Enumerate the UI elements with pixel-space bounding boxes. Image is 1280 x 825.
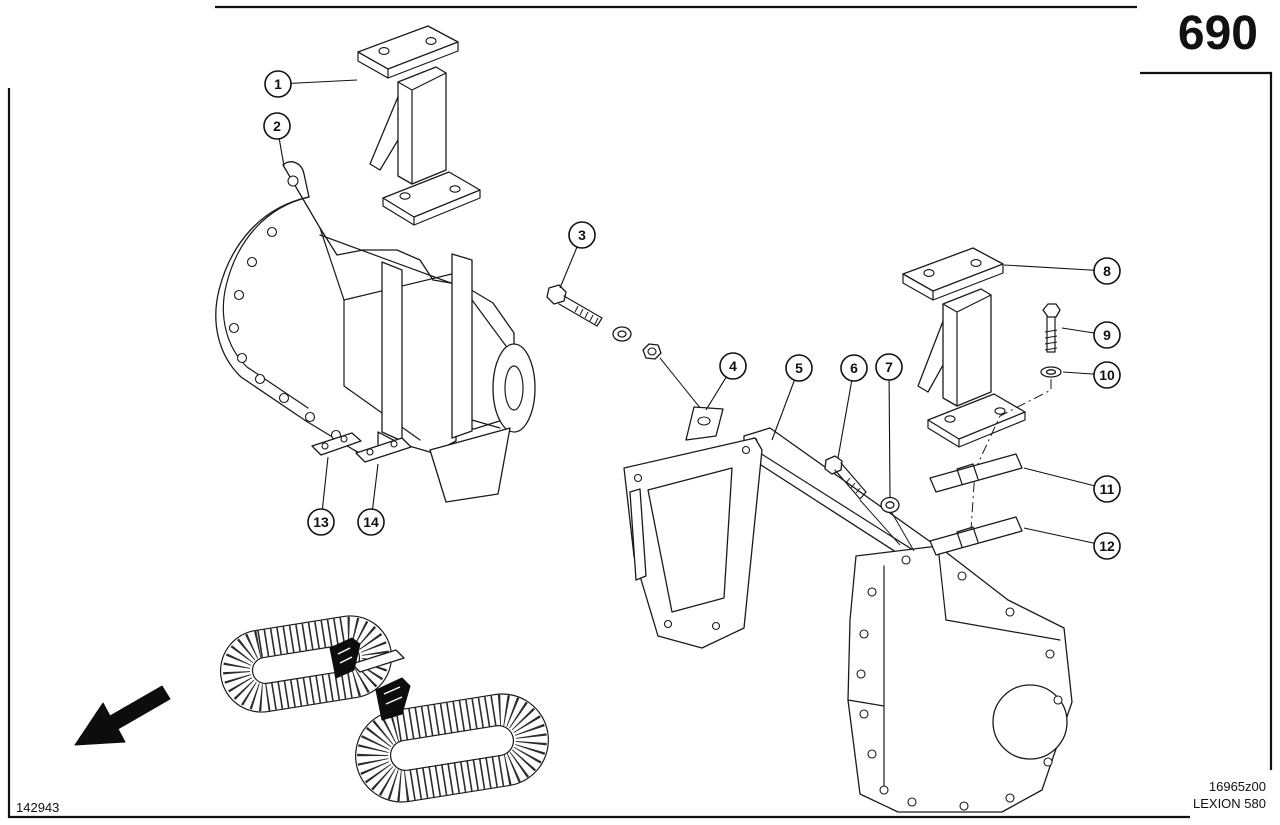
callout-12: 12 xyxy=(1093,532,1121,560)
callout-number: 8 xyxy=(1103,263,1111,279)
callout-circle xyxy=(840,354,868,382)
callout-circle xyxy=(785,354,813,382)
part-9-bolt xyxy=(1042,303,1061,353)
nut-icon xyxy=(642,343,702,410)
callout-number: 4 xyxy=(729,358,737,374)
page-frame xyxy=(7,5,1273,819)
callout-circle xyxy=(875,353,903,381)
part-10-washer xyxy=(1040,366,1062,378)
callout-number: 9 xyxy=(1103,327,1111,343)
callout-number: 10 xyxy=(1099,367,1115,383)
callout-13: 13 xyxy=(307,508,335,536)
callout-circle xyxy=(357,508,385,536)
washer-icon xyxy=(612,326,632,342)
callout-14: 14 xyxy=(357,508,385,536)
model-name: LEXION 580 xyxy=(1193,796,1266,812)
part-14-plate xyxy=(355,437,412,463)
figure-reference: 16965z00 LEXION 580 xyxy=(1193,778,1266,813)
callout-number: 12 xyxy=(1099,538,1115,554)
callout-number: 5 xyxy=(795,360,803,376)
callout-number: 14 xyxy=(363,514,379,530)
callout-number: 7 xyxy=(885,359,893,375)
callout-leader-8 xyxy=(1003,264,1108,272)
assembly-centerline xyxy=(969,379,1052,546)
direction-arrow-icon xyxy=(74,685,171,746)
callout-2: 2 xyxy=(263,112,291,140)
callout-number: 11 xyxy=(1100,481,1115,497)
part-7-washer xyxy=(880,496,915,552)
callout-leader-6 xyxy=(837,367,855,459)
callout-circle xyxy=(1093,475,1121,503)
part-6-bolt xyxy=(824,455,901,546)
callout-circle xyxy=(719,352,747,380)
part-2-bracket xyxy=(215,161,536,503)
callout-9: 9 xyxy=(1093,321,1121,349)
callout-circle xyxy=(568,221,596,249)
part-5-bracket xyxy=(743,427,1073,813)
mount-fitting-icon xyxy=(329,637,361,679)
callout-5: 5 xyxy=(785,354,813,382)
part-13-plate xyxy=(311,432,362,456)
callout-number: 1 xyxy=(274,76,282,92)
callout-8: 8 xyxy=(1093,257,1121,285)
callout-number: 2 xyxy=(273,118,281,134)
drawing-number: 142943 xyxy=(16,800,60,815)
part-1-stand xyxy=(357,25,481,226)
track-assembly xyxy=(219,615,549,803)
callout-6: 6 xyxy=(840,354,868,382)
callout-leader-11 xyxy=(1023,467,1108,490)
callout-4: 4 xyxy=(719,352,747,380)
callout-number: 13 xyxy=(313,514,329,530)
callout-circle xyxy=(1093,321,1121,349)
callout-11: 11 xyxy=(1093,475,1121,503)
part-11-plate xyxy=(929,453,1023,493)
callout-10: 10 xyxy=(1093,361,1121,389)
callout-circle xyxy=(307,508,335,536)
callout-circle xyxy=(1093,532,1121,560)
mount-fitting-icon xyxy=(375,677,411,721)
callout-7: 7 xyxy=(875,353,903,381)
part-4-frame xyxy=(623,406,763,649)
callout-number: 3 xyxy=(578,227,586,243)
callout-circle xyxy=(264,70,292,98)
part-8-stand xyxy=(902,247,1026,448)
callout-leader-12 xyxy=(1023,527,1108,547)
callout-circle xyxy=(263,112,291,140)
part-3-bolt xyxy=(546,284,603,327)
figure-code: 16965z00 xyxy=(1208,778,1266,794)
callout-1: 1 xyxy=(264,70,292,98)
part-12-plate xyxy=(929,516,1023,556)
callout-number: 6 xyxy=(850,360,858,376)
callout-leader-7 xyxy=(888,366,891,498)
page-number: 690 xyxy=(1177,7,1258,60)
callout-circle xyxy=(1093,257,1121,285)
callout-circle xyxy=(1093,361,1121,389)
callout-3: 3 xyxy=(568,221,596,249)
